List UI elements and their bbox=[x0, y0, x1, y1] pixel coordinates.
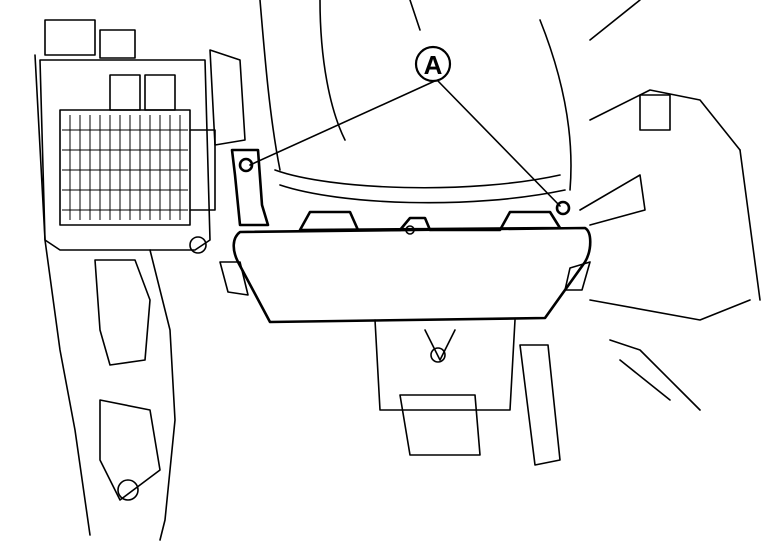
steering-column bbox=[259, 0, 761, 321]
callout-circle bbox=[414, 45, 452, 83]
callout-a: A bbox=[249, 45, 561, 207]
left-kick-panel bbox=[34, 49, 246, 541]
callout-label: A bbox=[424, 50, 443, 80]
knee-airbag-module bbox=[219, 148, 592, 324]
brake-pedal-assembly bbox=[374, 319, 701, 466]
fuse-block bbox=[39, 19, 211, 251]
